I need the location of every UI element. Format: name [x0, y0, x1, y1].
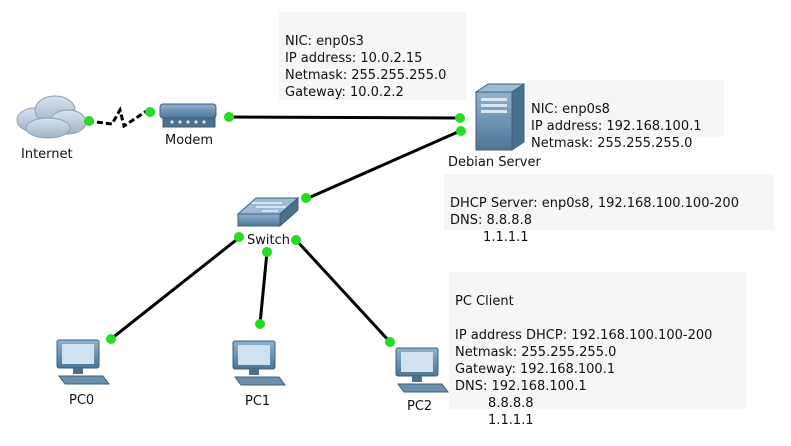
server-icon[interactable] [474, 83, 526, 151]
port-pc2 [385, 337, 395, 347]
server-nic-line: NIC: enp0s8 [531, 102, 610, 117]
modem-gateway-line: Gateway: 10.0.2.2 [285, 85, 404, 100]
link-switch-pc1 [258, 251, 269, 325]
switch-label: Switch [247, 233, 290, 248]
modem-icon[interactable] [159, 103, 217, 128]
pc2-icon[interactable] [395, 347, 449, 393]
port-internet [84, 116, 94, 126]
port-dots [84, 107, 466, 347]
link-modem-server [227, 115, 461, 120]
pc0-icon[interactable] [56, 339, 110, 385]
pc-dhcp-line: IP address DHCP: 192.168.100.100-200 [455, 328, 713, 343]
links [87, 106, 461, 344]
link-switch-pc2 [294, 238, 392, 344]
pc2-label: PC2 [407, 399, 433, 414]
port-pc1 [255, 319, 265, 329]
server-services-info: DHCP Server: enp0s8, 192.168.100.100-200… [444, 174, 774, 245]
modem-ip-line: IP address: 10.0.2.15 [285, 51, 423, 66]
pc-gateway-line: Gateway: 192.168.100.1 [455, 362, 616, 377]
port-switch-uplink [301, 193, 311, 203]
link-server-switch [305, 129, 461, 201]
port-pc0 [106, 334, 116, 344]
port-switch-pc2 [291, 235, 301, 245]
pc1-label: PC1 [245, 394, 271, 409]
server-ip-line: IP address: 192.168.100.1 [531, 119, 702, 134]
pc-client-title: PC Client [455, 294, 514, 309]
cloud-icon[interactable] [16, 95, 87, 139]
server-label: Debian Server [448, 155, 541, 170]
server-netmask-line: Netmask: 255.255.255.0 [531, 136, 693, 151]
port-modem-right [224, 112, 234, 122]
port-switch-pc0 [234, 232, 244, 242]
port-server-bottom [456, 126, 466, 136]
port-switch-pc1 [262, 247, 272, 257]
pc-netmask-line: Netmask: 255.255.255.0 [455, 345, 617, 360]
modem-netmask-line: Netmask: 255.255.255.0 [285, 68, 447, 83]
network-diagram [16, 83, 526, 393]
dns-secondary-line: 1.1.1.1 [450, 230, 529, 245]
switch-icon[interactable] [236, 196, 300, 228]
link-internet-modem [87, 106, 149, 129]
pc-dns-line-3: 1.1.1.1 [455, 413, 534, 428]
pc-dns-line: DNS: 192.168.100.1 [455, 379, 587, 394]
dns-line: DNS: 8.8.8.8 [450, 213, 532, 228]
pc-dns-line-2: 8.8.8.8 [455, 396, 534, 411]
port-server-top [455, 113, 465, 123]
link-switch-pc0 [110, 235, 241, 341]
pc1-icon[interactable] [232, 340, 286, 386]
pc0-label: PC0 [69, 393, 95, 408]
pc-client-info: PC Client IP address DHCP: 192.168.100.10… [449, 272, 746, 428]
modem-nic-line: NIC: enp0s3 [285, 34, 364, 49]
dhcp-line: DHCP Server: enp0s8, 192.168.100.100-200 [450, 196, 739, 211]
modem-label: Modem [165, 133, 214, 148]
port-modem-left [145, 107, 155, 117]
internet-label: Internet [21, 147, 73, 162]
